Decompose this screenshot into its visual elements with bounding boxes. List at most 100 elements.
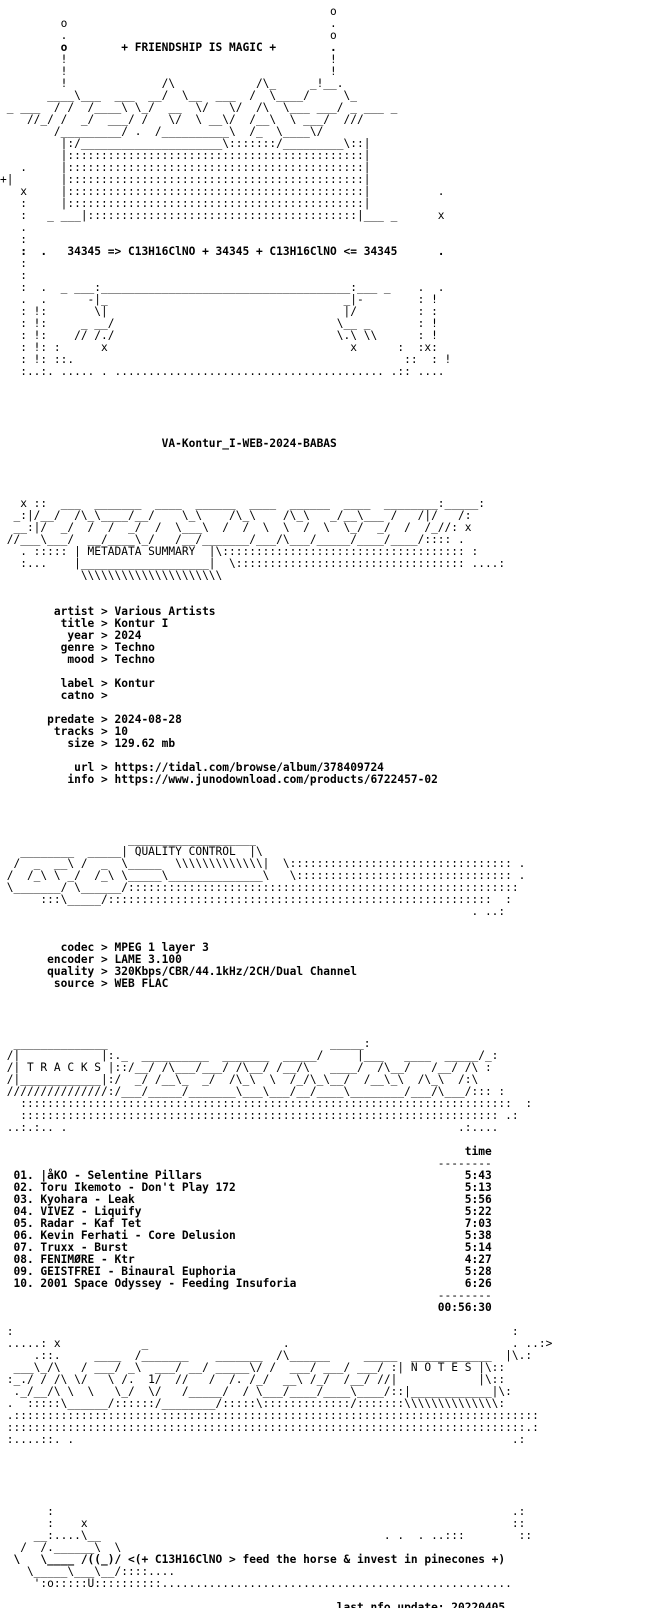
nfo-line: . o bbox=[0, 29, 337, 42]
nfo-line: |:::::::::::::::::::::::::::::::::::::::… bbox=[0, 149, 371, 162]
nfo-line: ::::::::::::::::::::::::::::::::::::::::… bbox=[0, 1421, 539, 1434]
nfo-line: : . _ ___:______________________________… bbox=[0, 281, 445, 294]
nfo-line: title > Kontur I bbox=[0, 617, 169, 630]
nfo-line: 02. Toru Ikemoto - Don't Play 172 5:13 bbox=[0, 1181, 492, 1194]
nfo-line: 10. 2001 Space Odyssey - Feeding Insufor… bbox=[0, 1277, 492, 1290]
nfo-line: 01. |åKO - Selentine Pillars 5:43 bbox=[0, 1169, 492, 1182]
nfo-line: tracks > 10 bbox=[0, 725, 128, 738]
nfo-line: : bbox=[0, 269, 27, 282]
nfo-line: : !: : x x : :x: bbox=[0, 341, 438, 354]
nfo-line: . |:::::::::::::::::::::::::::::::::::::… bbox=[0, 161, 371, 174]
nfo-line: /| |:._ __________ _______ _____/ |___ _… bbox=[0, 1049, 499, 1062]
nfo-line: year > 2024 bbox=[0, 629, 142, 642]
nfo-line: info > https://www.junodownload.com/prod… bbox=[0, 773, 438, 786]
nfo-line: x |:::::::::::::::::::::::::::::::::::::… bbox=[0, 185, 445, 198]
nfo-line: :_./ / /\ \/ \ /. 1/ // / /. /_/ __\ /_/… bbox=[0, 1373, 506, 1386]
nfo-line: : !: \| |/ : : bbox=[0, 305, 438, 318]
nfo-line: : : bbox=[0, 1325, 519, 1338]
nfo-line: ::::::::::::::::::::::::::::::::::::::::… bbox=[0, 1109, 519, 1122]
nfo-line: .:::::::::::::::::::::::::::::::::::::::… bbox=[0, 1409, 539, 1422]
nfo-line: : x :: bbox=[0, 1517, 526, 1530]
nfo-line: : bbox=[0, 233, 27, 246]
nfo-line: 05. Radar - Kaf Tet 7:03 bbox=[0, 1217, 492, 1230]
nfo-line: ///////////////:/___/_____/_______\___\_… bbox=[0, 1085, 506, 1098]
nfo-line: ______________ _____: bbox=[0, 1037, 371, 1050]
nfo-line: ':o:::::U::::::::::.....................… bbox=[0, 1577, 512, 1590]
nfo-line: : bbox=[0, 257, 27, 270]
nfo-line: :....::. . .: bbox=[0, 1433, 526, 1446]
nfo-line: : . 34345 => C13H16ClNO + 34345 + C13H16… bbox=[0, 245, 445, 258]
nfo-line: : !: // /./ \.\ \\ : ! bbox=[0, 329, 438, 342]
nfo-line: 09. GEISTFREI - Binaural Euphoria 5:28 bbox=[0, 1265, 492, 1278]
nfo-line: label > Kontur bbox=[0, 677, 155, 690]
nfo-line: : |:::::::::::::::::::::::::::::::::::::… bbox=[0, 197, 371, 210]
nfo-line: size > 129.62 mb bbox=[0, 737, 176, 750]
nfo-line: . bbox=[0, 221, 27, 234]
nfo-line: catno > bbox=[0, 689, 108, 702]
nfo-line: genre > Techno bbox=[0, 641, 155, 654]
nfo-line: __:....\__ . . . ..::: :: bbox=[0, 1529, 533, 1542]
nfo-line: o . bbox=[0, 17, 337, 30]
nfo-line: \_______/ \______/::::::::::::::::::::::… bbox=[0, 881, 519, 894]
nfo-line: //_/ / _/ ___/ / \/ \ __\/ /__\ \ ___/ /… bbox=[0, 113, 371, 126]
nfo-line: /| T R A C K S |::/__/ /\___/___/ /\__/ … bbox=[0, 1061, 492, 1074]
nfo-line: __:|/ _/ / / _/ / \___\ / / \ \ / \ \_/ … bbox=[0, 521, 472, 534]
nfo-line: : .: bbox=[0, 1505, 526, 1518]
nfo-line: source > WEB FLAC bbox=[0, 977, 169, 990]
nfo-line: \ \____ /((_)/ <(+ C13H16ClNO > feed the… bbox=[0, 1553, 506, 1566]
nfo-line: -------- bbox=[0, 1289, 492, 1302]
nfo-line: /|____________|:/ _/ /__\_ _/ /\_\ \ /_/… bbox=[0, 1073, 479, 1086]
nfo-line: encoder > LAME 3.100 bbox=[0, 953, 182, 966]
nfo-line: ..:.:.. . .:.... bbox=[0, 1121, 499, 1134]
nfo-line: :..:. ..... . ..........................… bbox=[0, 365, 445, 378]
nfo-line: \_____\___\__/::::.... bbox=[0, 1565, 176, 1578]
nfo-line: ___________________ bbox=[0, 833, 256, 846]
nfo-line: VA-Kontur_I-WEB-2024-BABAS bbox=[0, 437, 337, 450]
nfo-line: \\\\\\\\\\\\\\\\\\\\\ bbox=[0, 569, 223, 582]
nfo-line: codec > MPEG 1 layer 3 bbox=[0, 941, 209, 954]
nfo-line: o bbox=[0, 5, 337, 18]
nfo-line: 04. VIVEZ - Liquify 5:22 bbox=[0, 1205, 492, 1218]
nfo-line: ! ! bbox=[0, 53, 337, 66]
nfo-line: artist > Various Artists bbox=[0, 605, 216, 618]
nfo-line: 08. FENIMØRE - Ktr 4:27 bbox=[0, 1253, 492, 1266]
nfo-line: . :::::\______/::::::/________/:::::\:::… bbox=[0, 1397, 506, 1410]
nfo-line: x :: ___ _______ ____ ______ ____ ______… bbox=[0, 497, 485, 510]
nfo-line: //___\___/ __/____\_/ /__/_______/___/\_… bbox=[0, 533, 465, 546]
nfo-line: :::\_____/::::::::::::::::::::::::::::::… bbox=[0, 893, 512, 906]
nfo-line: url > https://tidal.com/browse/album/378… bbox=[0, 761, 384, 774]
nfo-line: _:|/__/ /\_\____/__/ \_\ /\_\ /\_\ _/__\… bbox=[0, 509, 472, 522]
nfo-line: _ ___ / / /____\ \_/ __ \/ \/ /\ \___ __… bbox=[0, 101, 398, 114]
nfo-line: .....: x _ . . ..:> bbox=[0, 1337, 553, 1350]
nfo-line: : _ ___|::::::::::::::::::::::::::::::::… bbox=[0, 209, 445, 222]
nfo-line: /_________/ . /__________\ /_ \____\/ bbox=[0, 125, 324, 138]
nfo-line: mood > Techno bbox=[0, 653, 155, 666]
nfo-line: : !: ::. :: : ! bbox=[0, 353, 452, 366]
nfo-line: . . -|_ _|- : ! bbox=[0, 293, 438, 306]
nfo-line: 06. Kevin Ferhati - Core Delusion 5:38 bbox=[0, 1229, 492, 1242]
nfo-line: |:/_____________________\:::::::/_______… bbox=[0, 137, 371, 150]
nfo-line: 03. Kyohara - Leak 5:56 bbox=[0, 1193, 492, 1206]
nfo-line: / /_\ \ _/ /_\ \_____\______________\ \:… bbox=[0, 869, 526, 882]
nfo-line: / /.______\ \ bbox=[0, 1541, 519, 1554]
nfo-line: 00:56:30 bbox=[0, 1301, 492, 1314]
nfo-line: 07. Truxx - Burst 5:14 bbox=[0, 1241, 492, 1254]
nfo-line: : !: _ __/ \__ _ : ! bbox=[0, 317, 438, 330]
nfo-line: ::::::::::::::::::::::::::::::::::::::::… bbox=[0, 1097, 533, 1110]
nfo-line: ________ _____| QUALITY CONTROL |\ bbox=[0, 845, 263, 858]
nfo-line: ! /\ /\_ _!__. bbox=[0, 77, 344, 90]
nfo-line: +| |::::::::::::::::::::::::::::::::::::… bbox=[0, 173, 371, 186]
nfo-line: . ::::: | METADATA SUMMARY |\:::::::::::… bbox=[0, 545, 479, 558]
nfo-line: ____\___ ___ __/ \__ ___ / \____/ \_ bbox=[0, 89, 357, 102]
nfo-line: predate > 2024-08-28 bbox=[0, 713, 182, 726]
nfo-line: ___\_/\ / ___/ _\ ___/ __/ _____\/ / ___… bbox=[0, 1361, 506, 1374]
nfo-line: time bbox=[0, 1145, 492, 1158]
nfo-line: :... |___________________| \::::::::::::… bbox=[0, 557, 506, 570]
nfo-line: ._/__/\ \ \ \_/ \/ /_____/ / \___/____/_… bbox=[0, 1385, 512, 1398]
nfo-line: / _ __\ / _ \_____ \\\\\\\\\\\\\| \:::::… bbox=[0, 857, 526, 870]
nfo-line: ! ! bbox=[0, 65, 337, 78]
nfo-line: o + FRIENDSHIP IS MAGIC + . bbox=[0, 41, 337, 54]
nfo-line: -------- bbox=[0, 1157, 492, 1170]
nfo-line: quality > 320Kbps/CBR/44.1kHz/2CH/Dual C… bbox=[0, 965, 357, 978]
